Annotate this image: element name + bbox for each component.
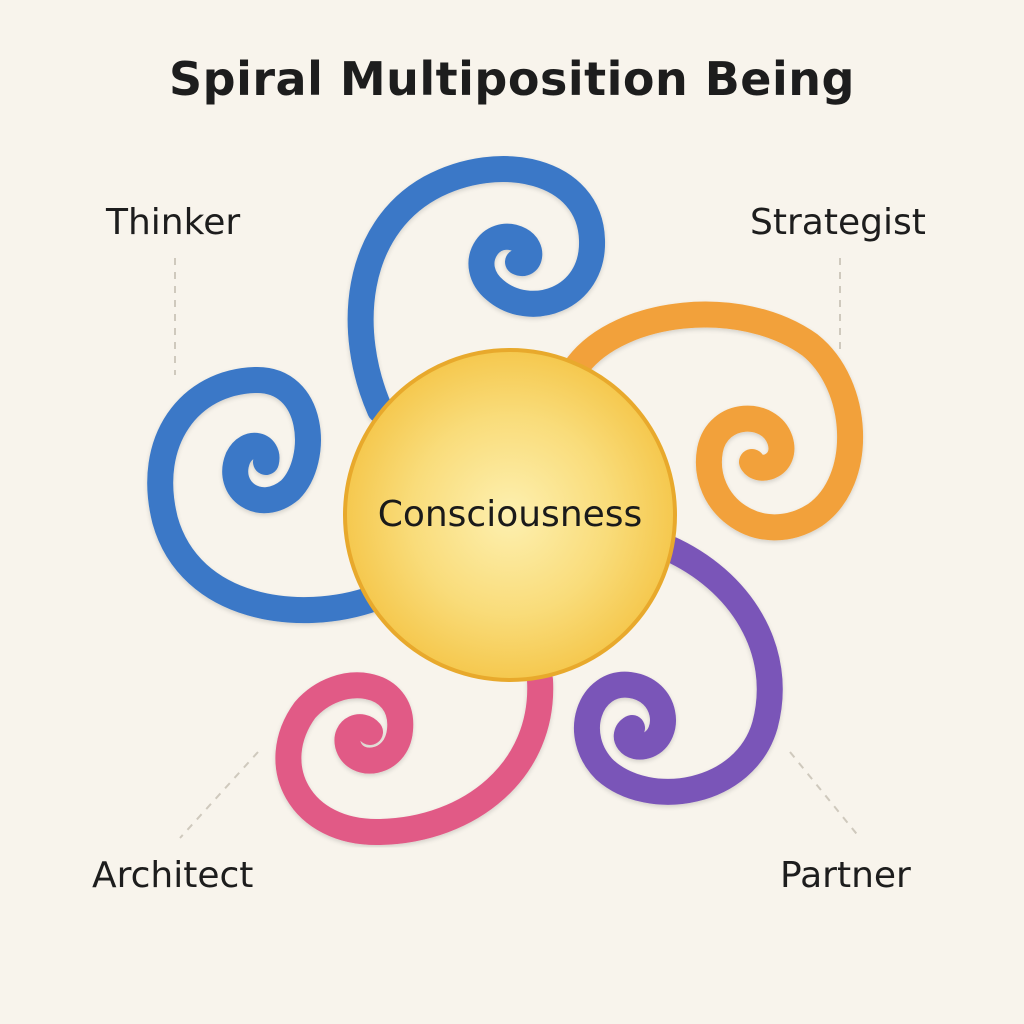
partner-label: Partner	[780, 855, 911, 896]
partner-leader-line	[789, 751, 861, 839]
top-blue-spiral	[347, 156, 605, 423]
architect-label: Architect	[92, 855, 254, 896]
thinker-label: Thinker	[106, 202, 241, 243]
thinker-spiral	[147, 367, 388, 624]
architect-leader-line	[179, 751, 259, 839]
consciousness-circle	[343, 348, 677, 682]
strategist-label: Strategist	[750, 202, 926, 243]
consciousness-label: Consciousness	[377, 494, 643, 535]
strategist-spiral	[565, 301, 864, 541]
partner-spiral	[574, 535, 783, 805]
architect-spiral	[275, 667, 554, 846]
diagram-title: Spiral Multiposition Being	[169, 52, 855, 106]
